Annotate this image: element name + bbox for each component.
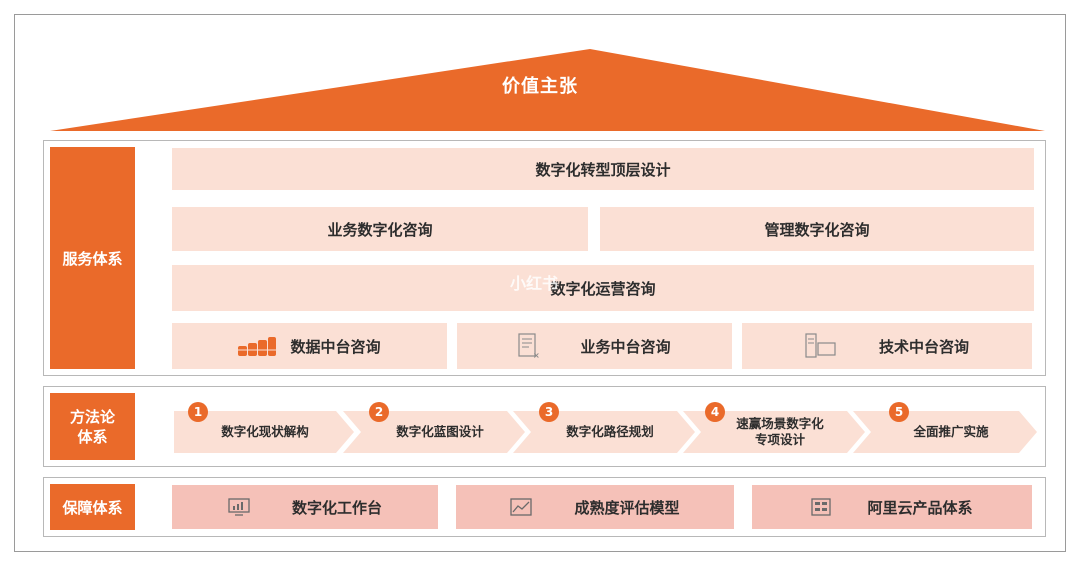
methodology-label-line1: 方法论 [69, 407, 115, 426]
step-1: 1 数字化现状解构 [174, 402, 354, 453]
maturity-model-box: 成熟度评估模型 [456, 485, 734, 529]
step-number-badge: 5 [889, 402, 909, 422]
data-middle-platform-box: 数据中台咨询 [172, 323, 447, 369]
line-chart-icon [510, 498, 533, 516]
step-label: 数字化路径规划 [566, 424, 654, 439]
step-4: 4 速赢场景数字化 专项设计 [683, 402, 865, 453]
step-number-badge: 2 [369, 402, 389, 422]
monitor-chart-icon [228, 498, 250, 516]
step-2: 2 数字化蓝图设计 [343, 402, 525, 453]
tech-middle-platform-box: 技术中台咨询 [742, 323, 1032, 369]
value-proposition-roof [50, 47, 1045, 133]
business-digital-consulting-box: 业务数字化咨询 [172, 207, 588, 251]
digital-workbench-box: 数字化工作台 [172, 485, 438, 529]
digital-transformation-top-design-box: 数字化转型顶层设计 [172, 148, 1034, 190]
aliyun-product-system-label: 阿里云产品体系 [867, 498, 973, 517]
step-3: 3 数字化路径规划 [513, 402, 695, 453]
methodology-label-line2: 体系 [77, 427, 108, 446]
business-middle-platform-box: × 业务中台咨询 [457, 323, 732, 369]
step-number-badge: 3 [539, 402, 559, 422]
value-proposition-title: 价值主张 [502, 76, 578, 97]
database-coins-icon [238, 336, 277, 356]
server-screen-icon [805, 333, 837, 359]
management-digital-consulting-box: 管理数字化咨询 [600, 207, 1034, 251]
maturity-model-label: 成熟度评估模型 [574, 498, 680, 517]
document-icon: × [518, 333, 540, 359]
step-number-badge: 4 [705, 402, 725, 422]
watermark: 小红书 [510, 274, 559, 293]
step-label: 数字化蓝图设计 [396, 424, 484, 439]
product-grid-icon [811, 498, 832, 516]
step-label: 速赢场景数字化 专项设计 [736, 416, 824, 447]
digital-operation-consulting-box: 数字化运营咨询 [172, 265, 1034, 311]
guarantee-system-label: 保障体系 [50, 484, 135, 530]
step-5: 5 全面推广实施 [853, 402, 1037, 453]
step-label: 全面推广实施 [913, 424, 989, 439]
step-label: 数字化现状解构 [221, 424, 309, 439]
data-middle-platform-label: 数据中台咨询 [290, 337, 381, 356]
business-middle-platform-label: 业务中台咨询 [580, 337, 671, 356]
aliyun-product-system-box: 阿里云产品体系 [752, 485, 1032, 529]
step-number-badge: 1 [188, 402, 208, 422]
digital-workbench-label: 数字化工作台 [291, 498, 382, 517]
service-system-label: 服务体系 [50, 147, 135, 369]
tech-middle-platform-label: 技术中台咨询 [878, 337, 969, 356]
svg-text:×: × [533, 351, 540, 359]
methodology-system-label: 方法论 体系 [50, 393, 135, 460]
